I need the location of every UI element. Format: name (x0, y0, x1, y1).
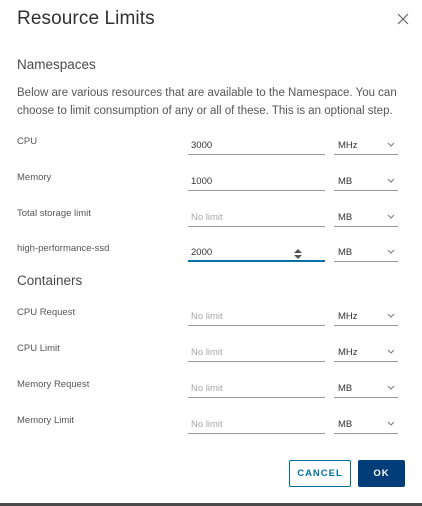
ssd-storage-unit-value: MB (338, 247, 353, 258)
memory-request-input[interactable] (188, 380, 325, 398)
cpu-limit-unit-value: MHz (338, 347, 358, 358)
memory-unit-select[interactable]: MB (334, 173, 398, 191)
cpu-input[interactable] (188, 137, 325, 155)
chevron-down-icon (387, 349, 395, 354)
cpu-request-label: CPU Request (17, 307, 76, 318)
ssd-storage-label: high-performance-ssd (17, 243, 110, 254)
chevron-down-icon (387, 142, 395, 147)
chevron-down-icon (387, 421, 395, 426)
cpu-limit-label: CPU Limit (17, 343, 60, 354)
memory-input[interactable] (188, 173, 325, 191)
cpu-label: CPU (17, 136, 38, 147)
bottom-divider (0, 503, 422, 506)
cpu-request-unit-select[interactable]: MHz (334, 308, 398, 326)
memory-request-unit-value: MB (338, 383, 353, 394)
cancel-button[interactable]: CANCEL (289, 460, 351, 487)
number-stepper-icon[interactable] (293, 247, 303, 259)
chevron-down-icon (387, 178, 395, 183)
memory-limit-input[interactable] (188, 416, 325, 434)
chevron-down-icon (387, 313, 395, 318)
chevron-down-icon (387, 385, 395, 390)
memory-unit-value: MB (338, 176, 353, 187)
memory-limit-unit-value: MB (338, 419, 353, 430)
cpu-request-input[interactable] (188, 308, 325, 326)
close-icon[interactable] (394, 10, 412, 28)
memory-limit-unit-select[interactable]: MB (334, 416, 398, 434)
namespaces-heading: Namespaces (17, 57, 96, 72)
total-storage-label: Total storage limit (17, 208, 91, 219)
memory-limit-label: Memory Limit (17, 415, 75, 426)
cpu-unit-value: MHz (338, 140, 358, 151)
ok-button[interactable]: OK (358, 460, 405, 487)
memory-request-unit-select[interactable]: MB (334, 380, 398, 398)
total-storage-unit-value: MB (338, 212, 353, 223)
ssd-storage-input[interactable] (188, 244, 325, 262)
total-storage-input[interactable] (188, 209, 325, 227)
chevron-down-icon (387, 249, 395, 254)
namespaces-description: Below are various resources that are ava… (17, 87, 397, 117)
ssd-storage-unit-select[interactable]: MB (334, 244, 398, 262)
cpu-request-unit-value: MHz (338, 311, 358, 322)
memory-label: Memory (17, 172, 52, 183)
containers-heading: Containers (17, 273, 83, 288)
chevron-down-icon (387, 214, 395, 219)
total-storage-unit-select[interactable]: MB (334, 209, 398, 227)
dialog-title: Resource Limits (17, 8, 155, 29)
cpu-limit-input[interactable] (188, 344, 325, 362)
cpu-unit-select[interactable]: MHz (334, 137, 398, 155)
cpu-limit-unit-select[interactable]: MHz (334, 344, 398, 362)
memory-request-label: Memory Request (17, 379, 90, 390)
